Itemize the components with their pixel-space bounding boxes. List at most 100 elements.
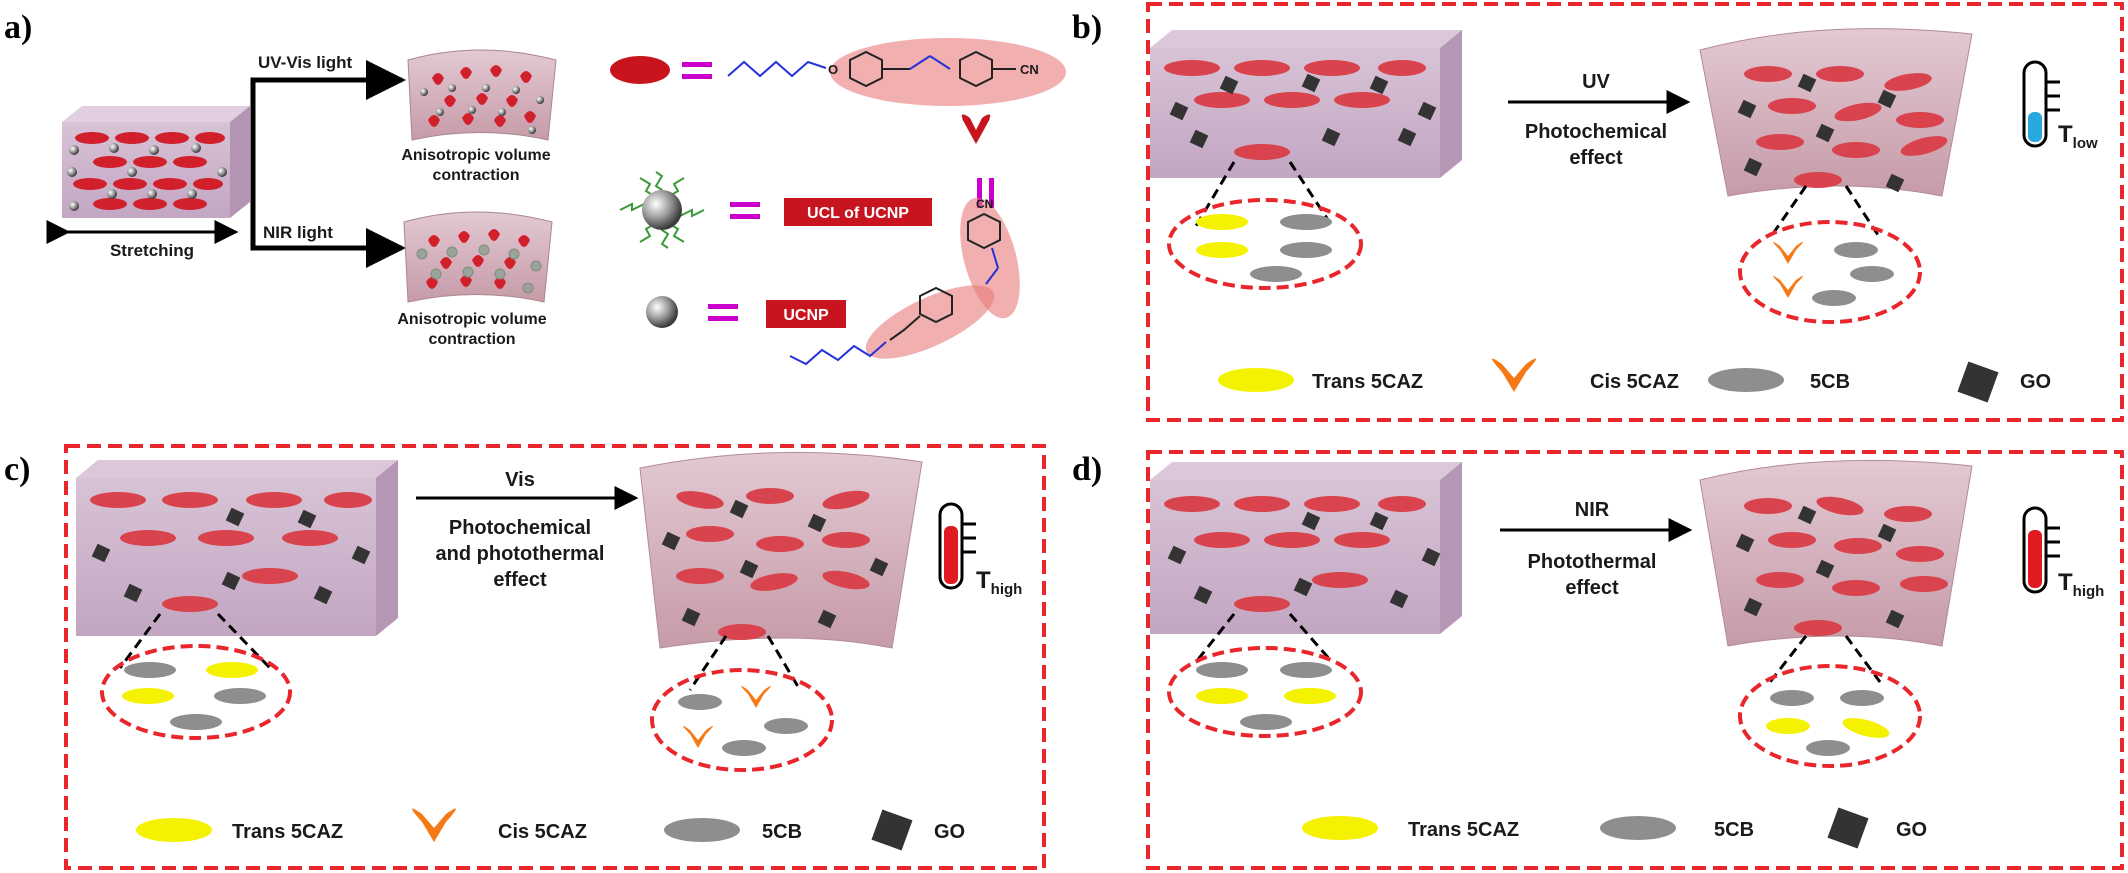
contracted-film-nir <box>403 211 553 303</box>
panel-d-flat-film <box>1150 462 1462 634</box>
panel-b-zoom-right-contents <box>1773 241 1894 306</box>
legend-go-swatch <box>871 809 913 851</box>
panel-d-zoom-line-left <box>1194 613 1236 663</box>
panel-d-zoom-line-right <box>1288 613 1334 663</box>
panel-b-label: b) <box>1072 9 1102 46</box>
panel-c-temp-label: Thigh <box>976 567 1022 598</box>
panel-b-zoom-line-right-left <box>1768 185 1808 239</box>
panel-d: d) NIR Photo <box>1072 450 2124 870</box>
stretching-label: Stretching <box>110 241 194 260</box>
panel-b-zoom-circle-right <box>1738 220 1922 324</box>
panel-b-zoom-circle-left <box>1167 198 1363 290</box>
legend-5cb-swatch <box>1708 368 1784 392</box>
panel-b-arrow-top-label: UV <box>1582 71 1610 93</box>
equals-sign-1 <box>682 62 712 79</box>
uv-vis-light-label: UV-Vis light <box>258 53 352 72</box>
panel-d-arrow-bottom-line1: Photothermal <box>1528 551 1657 573</box>
trans-azobenzene-structure: O CN <box>727 38 1066 106</box>
nir-light-label: NIR light <box>263 223 333 242</box>
ucl-of-ucnp-label: UCL of UCNP <box>807 205 909 222</box>
legend-go-swatch <box>1957 361 1999 403</box>
cis-azobenzene-structure: CN <box>789 197 1020 366</box>
uv-vis-branch-arrow <box>250 60 406 164</box>
legend-5cb-swatch <box>664 818 740 842</box>
panel-d-curved-film <box>1699 459 1973 647</box>
panel-b-curved-film <box>1699 28 1973 197</box>
panel-d-arrow-top-label: NIR <box>1575 499 1610 521</box>
panel-b-thermometer <box>2022 60 2060 148</box>
equals-sign-3 <box>708 304 738 321</box>
cyano-label: CN <box>1020 62 1039 77</box>
equals-sign-2 <box>730 202 760 219</box>
legend-5cb-label: 5CB <box>762 821 802 843</box>
legend-trans-label: Trans 5CAZ <box>1312 371 1423 393</box>
panel-c-zoom-line-right-right <box>766 635 802 691</box>
panel-c-zoom-line-left <box>118 613 162 669</box>
panel-c-label: c) <box>4 451 30 488</box>
legend-trans-swatch <box>1302 816 1378 840</box>
panel-c-arrow-top-label: Vis <box>505 469 535 491</box>
legend-go-label: GO <box>1896 819 1927 841</box>
panel-b: b) UV Photoc <box>1072 2 2124 422</box>
contraction-label-2-line1: Anisotropic volume <box>397 311 546 328</box>
legend-go-label: GO <box>2020 371 2051 393</box>
panel-c-arrow-bottom-line2: and photothermal <box>436 543 605 565</box>
panel-b-zoom-line-left <box>1194 161 1236 227</box>
legend-5cb-label: 5CB <box>1810 371 1850 393</box>
panel-d-thermometer <box>2022 506 2060 594</box>
legend-go-label: GO <box>934 821 965 843</box>
cis-cyano-label: CN <box>976 197 993 211</box>
oxygen-label: O <box>828 62 838 77</box>
rod-symbol <box>610 56 670 84</box>
contraction-label-1-line2: contraction <box>432 167 519 184</box>
legend-cis-label: Cis 5CAZ <box>498 821 587 843</box>
panel-c-frame <box>64 444 1046 870</box>
legend-trans-swatch <box>1218 368 1294 392</box>
panel-c-legend: Trans 5CAZ Cis 5CAZ 5CB GO <box>136 808 965 851</box>
panel-c-curved-film <box>639 451 923 649</box>
panel-c: c) Vis Photo <box>4 444 1046 870</box>
legend-5cb-swatch <box>1600 816 1676 840</box>
panel-b-zoom-line-right <box>1288 161 1334 227</box>
ucnp-with-ligands <box>619 171 705 249</box>
ucnp-box <box>766 300 846 328</box>
panel-c-arrow-bottom-line3: effect <box>493 569 547 591</box>
panel-d-zoom-circle-left <box>1167 646 1363 738</box>
panel-c-zoom-circle-right <box>650 668 834 772</box>
panel-b-legend: Trans 5CAZ Cis 5CAZ 5CB GO <box>1218 358 2051 403</box>
panel-d-frame <box>1146 450 2124 870</box>
film-top-face <box>62 106 250 122</box>
panel-c-arrow-bottom-line1: Photochemical <box>449 517 591 539</box>
panel-d-zoom-left-contents <box>1196 662 1336 730</box>
panel-d-legend: Trans 5CAZ 5CB GO <box>1302 807 1927 849</box>
equals-sign-vertical <box>977 178 994 208</box>
legend-cis-swatch <box>412 808 456 842</box>
legend-5cb-label: 5CB <box>1714 819 1754 841</box>
panel-d-zoom-circle-right <box>1738 664 1922 768</box>
film-side-face <box>230 106 250 218</box>
panel-d-zoom-line-right-right <box>1844 635 1882 683</box>
panel-a-label: a) <box>4 9 32 46</box>
legend-cis-swatch <box>1492 358 1536 392</box>
stretched-film <box>62 106 250 218</box>
panel-b-arrow-bottom-line2: effect <box>1569 147 1623 169</box>
panel-c-thermometer <box>938 502 976 590</box>
panel-c-zoom-left-contents <box>122 662 266 730</box>
contraction-label-2-line2: contraction <box>428 331 515 348</box>
panel-b-temp-label: Tlow <box>2058 121 2098 152</box>
legend-trans-swatch <box>136 818 212 842</box>
panel-b-arrow-bottom-line1: Photochemical <box>1525 121 1667 143</box>
film-ucnp-particles <box>67 143 227 211</box>
ucnp-label: UCNP <box>783 307 829 324</box>
legend-cis-label: Cis 5CAZ <box>1590 371 1679 393</box>
panel-c-zoom-line-right-left <box>688 635 728 691</box>
ucnp-sphere <box>646 296 678 328</box>
panel-d-label: d) <box>1072 451 1102 488</box>
contracted-film-uvvis <box>407 49 557 141</box>
panel-c-zoom-circle-left <box>100 644 292 740</box>
panel-a: a) Stretching <box>4 9 1066 366</box>
panel-b-zoom-left-contents <box>1196 214 1332 282</box>
panel-b-flat-film <box>1150 30 1462 178</box>
ucl-of-ucnp-box <box>784 198 932 226</box>
